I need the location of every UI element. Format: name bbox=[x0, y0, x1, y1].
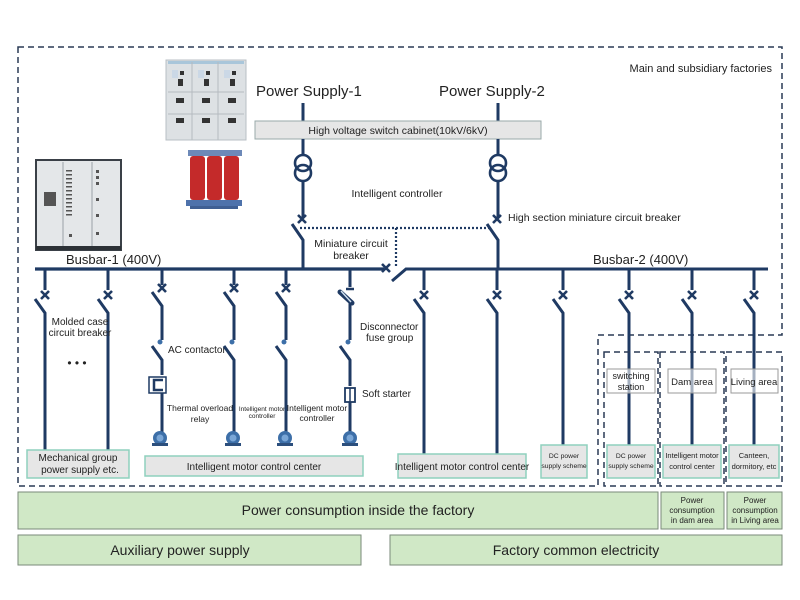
dam-area-region bbox=[659, 351, 725, 487]
band-auxiliary-label: Auxiliary power supply bbox=[110, 542, 249, 558]
imcc-mid-box: Intelligent motor control center bbox=[395, 453, 530, 479]
power-supply-2-label: Power Supply-2 bbox=[439, 83, 545, 100]
busbar-2-label: Busbar-2 (400V) bbox=[593, 252, 688, 267]
band-inside-factory: Power consumption inside the factory bbox=[17, 491, 659, 530]
power-supply-1-label: Power Supply-1 bbox=[256, 83, 362, 100]
imc-label-1: Intelligent motor bbox=[287, 403, 348, 413]
feeder-2 bbox=[96, 269, 114, 450]
molded-case-label-1: Molded case bbox=[52, 317, 109, 328]
imc-small-label-1: Intelligent motor bbox=[239, 406, 286, 413]
band-living-label-1: Power bbox=[744, 496, 767, 505]
disconnector-label-1: Disconnector bbox=[360, 322, 419, 333]
high-section-breaker-label: High section miniature circuit breaker bbox=[508, 212, 681, 224]
canteen-label-2: dormitory, etc bbox=[732, 462, 777, 471]
hv-switch-cabinet: High voltage switch cabinet(10kV/6kV) bbox=[254, 120, 542, 140]
dc2-label-2: supply scheme bbox=[608, 463, 654, 470]
ac-contactor-label: AC contactor bbox=[168, 345, 226, 356]
mechanical-label-2: power supply etc. bbox=[41, 465, 119, 476]
lv-switchgear-photo bbox=[35, 159, 122, 251]
dc1-label-2: supply scheme bbox=[541, 463, 587, 470]
canteen-box: Canteen, dormitory, etc bbox=[728, 444, 780, 479]
feeder-10 bbox=[617, 269, 635, 445]
feeder-9 bbox=[551, 269, 569, 445]
imcc-mid-label: Intelligent motor control center bbox=[395, 462, 530, 473]
region-label: Main and subsidiary factories bbox=[630, 63, 773, 75]
imcc-dam-label-2: control center bbox=[669, 462, 715, 471]
miniature-breaker-label-2: breaker bbox=[333, 250, 369, 262]
band-dam-label-2: consumption bbox=[669, 506, 714, 515]
feeder-4 bbox=[222, 269, 241, 446]
band-living-area: Power consumption in Living area bbox=[726, 491, 783, 530]
busbar-1-label: Busbar-1 (400V) bbox=[66, 252, 161, 267]
mechanical-label-1: Mechanical group bbox=[39, 453, 118, 464]
hv-cabinet-photo bbox=[165, 59, 247, 141]
motor-icon bbox=[277, 431, 293, 446]
band-living-label-2: consumption bbox=[732, 506, 777, 515]
feeder-1 bbox=[33, 269, 51, 450]
switching-label-2: station bbox=[618, 382, 645, 392]
incoming-breaker-2 bbox=[485, 223, 500, 269]
living-area-region bbox=[725, 351, 783, 487]
intelligent-controller-label: Intelligent controller bbox=[351, 188, 443, 200]
transformer-1-icon bbox=[293, 153, 313, 183]
miniature-breaker-label-1: Miniature circuit bbox=[314, 238, 388, 250]
imc-small-label-2: controller bbox=[249, 413, 277, 420]
dam-area-box: Dam area bbox=[667, 368, 717, 394]
feeder-3 bbox=[148, 269, 168, 446]
thermal-relay-label-2: relay bbox=[191, 414, 210, 424]
soft-starter-label: Soft starter bbox=[362, 389, 412, 400]
hv-cabinet-label: High voltage switch cabinet(10kV/6kV) bbox=[308, 125, 487, 137]
ellipsis: • • • bbox=[67, 356, 86, 370]
band-dam-area: Power consumption in dam area bbox=[660, 491, 725, 530]
switching-station-region bbox=[603, 351, 659, 487]
feeder-8 bbox=[485, 269, 503, 454]
band-common: Factory common electricity bbox=[389, 534, 783, 566]
band-dam-label-3: in dam area bbox=[671, 516, 714, 525]
dc-power-box-2: DC power supply scheme bbox=[606, 444, 656, 479]
feeder-7 bbox=[412, 269, 430, 454]
imcc-left-label: Intelligent motor control center bbox=[187, 462, 322, 473]
living-area-label: Living area bbox=[731, 377, 778, 388]
feeder-6 bbox=[337, 269, 358, 446]
living-area-box: Living area bbox=[730, 368, 779, 394]
band-living-label-3: in Living area bbox=[731, 516, 779, 525]
imcc-dam-label-1: Intelligent motor bbox=[665, 451, 719, 460]
mechanical-group-box: Mechanical group power supply etc. bbox=[26, 449, 130, 479]
feeder-5 bbox=[274, 269, 293, 446]
dc1-label-1: DC power bbox=[549, 453, 580, 460]
thermal-relay-label-1: Thermal overload bbox=[167, 403, 233, 413]
feeder-11 bbox=[680, 269, 698, 445]
incoming-breaker-1 bbox=[290, 223, 305, 269]
dam-area-label: Dam area bbox=[671, 377, 713, 388]
transformer-2-icon bbox=[488, 153, 508, 183]
feeder-12 bbox=[742, 269, 760, 445]
molded-case-label-2: circuit breaker bbox=[49, 328, 112, 339]
motor-icon bbox=[342, 431, 358, 446]
imcc-left-box: Intelligent motor control center bbox=[144, 455, 364, 477]
dc2-label-1: DC power bbox=[616, 453, 647, 460]
imc-label-2: controller bbox=[300, 413, 335, 423]
busbar-2 bbox=[391, 267, 768, 283]
band-auxiliary: Auxiliary power supply bbox=[17, 534, 362, 566]
factory-region-border bbox=[17, 46, 783, 487]
band-dam-label-1: Power bbox=[681, 496, 704, 505]
switching-station-box: switching station bbox=[606, 368, 656, 394]
transformer-photo bbox=[186, 150, 242, 209]
motor-icon bbox=[152, 431, 168, 446]
imcc-dam-box: Intelligent motor control center bbox=[662, 444, 722, 479]
band-inside-factory-label: Power consumption inside the factory bbox=[242, 502, 475, 518]
dc-power-box-1: DC power supply scheme bbox=[540, 444, 588, 479]
motor-icon bbox=[225, 431, 241, 446]
canteen-label-1: Canteen, bbox=[739, 451, 769, 460]
band-common-label: Factory common electricity bbox=[493, 542, 659, 558]
disconnector-label-2: fuse group bbox=[366, 333, 414, 344]
switching-label-1: switching bbox=[612, 371, 649, 381]
